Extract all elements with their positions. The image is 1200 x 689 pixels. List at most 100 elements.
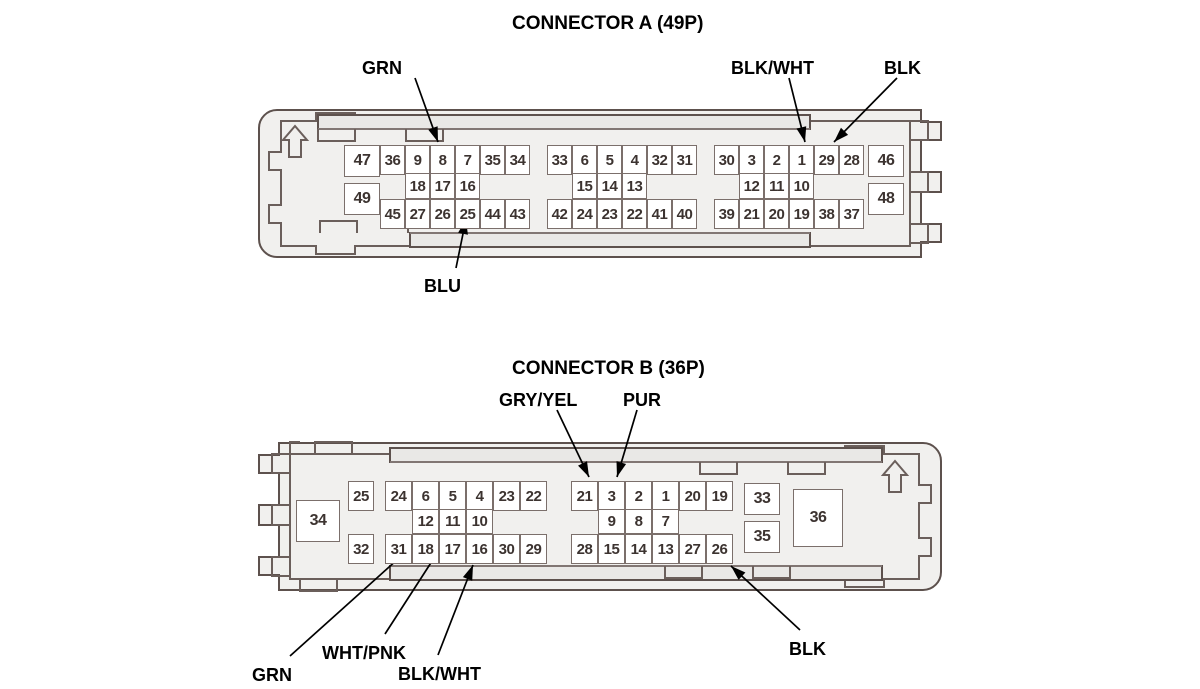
pin-cell-a-19: 19 [789, 199, 814, 229]
pin-cell-b-4: 4 [466, 481, 493, 511]
pin-cell-b-17: 17 [439, 534, 466, 564]
pin-cell-a-32: 32 [647, 145, 672, 175]
wire-label-blk-wht: BLK/WHT [731, 58, 814, 78]
pin-cell-a-38: 38 [814, 199, 839, 229]
pin-cell-a-27: 27 [405, 199, 430, 229]
pin-cell-b-10: 10 [466, 509, 493, 534]
pin-cell-a-11: 11 [764, 173, 789, 199]
pin-cell-b-7: 7 [652, 509, 679, 534]
wire-label-blk-wht: BLK/WHT [398, 664, 481, 684]
pin-cell-b-28: 28 [571, 534, 598, 564]
pin-cell-a-24: 24 [572, 199, 597, 229]
pin-cell-b-19: 19 [706, 481, 733, 511]
pin-cell-b-18: 18 [412, 534, 439, 564]
pin-cell-a-28: 28 [839, 145, 864, 175]
pin-cell-a-20: 20 [764, 199, 789, 229]
pin-cell-a-5: 5 [597, 145, 622, 175]
pin-cell-b-15: 15 [598, 534, 625, 564]
pin-cell-a-41: 41 [647, 199, 672, 229]
pin-cell-a-7: 7 [455, 145, 480, 175]
pin-cell-a-42: 42 [547, 199, 572, 229]
pin-cell-b-24: 24 [385, 481, 412, 511]
pin-cell-a-26: 26 [430, 199, 455, 229]
pin-cell-a-25: 25 [455, 199, 480, 229]
pin-cell-b-12: 12 [412, 509, 439, 534]
pin-cell-b-3: 3 [598, 481, 625, 511]
pin-cell-a-22: 22 [622, 199, 647, 229]
pin-cell-b-13: 13 [652, 534, 679, 564]
pin-cell-a-6: 6 [572, 145, 597, 175]
pin-cell-a-17: 17 [430, 173, 455, 199]
up-arrow-icon [880, 459, 910, 493]
pin-cell-a-10: 10 [789, 173, 814, 199]
pin-cell-b-9: 9 [598, 509, 625, 534]
wire-label-pur: PUR [623, 390, 662, 410]
pin-cell-a-37: 37 [839, 199, 864, 229]
pin-cell-b-26: 26 [706, 534, 733, 564]
pin-cell-b-33: 33 [744, 483, 780, 515]
pin-cell-b-1: 1 [652, 481, 679, 511]
pin-cell-a-43: 43 [505, 199, 530, 229]
pin-cell-a-15: 15 [572, 173, 597, 199]
wire-label-blk: BLK [789, 639, 826, 659]
pin-cell-a-3: 3 [739, 145, 764, 175]
pin-cell-a-34: 34 [505, 145, 530, 175]
pin-cell-a-29: 29 [814, 145, 839, 175]
pin-cell-a-46: 46 [868, 145, 904, 177]
pin-cell-a-23: 23 [597, 199, 622, 229]
pin-cell-a-39: 39 [714, 199, 739, 229]
pin-cell-a-16: 16 [455, 173, 480, 199]
pin-cell-a-49: 49 [344, 183, 380, 215]
pin-cell-a-36: 36 [380, 145, 405, 175]
pin-cell-b-22: 22 [520, 481, 547, 511]
pin-cell-b-31: 31 [385, 534, 412, 564]
pin-cell-a-13: 13 [622, 173, 647, 199]
pin-cell-a-9: 9 [405, 145, 430, 175]
pin-cell-b-8: 8 [625, 509, 652, 534]
pin-cell-a-14: 14 [597, 173, 622, 199]
pin-cell-b-25: 25 [348, 481, 374, 511]
pin-cell-b-6: 6 [412, 481, 439, 511]
pin-cell-a-45: 45 [380, 199, 405, 229]
up-arrow-icon [280, 124, 310, 158]
pin-cell-b-11: 11 [439, 509, 466, 534]
pin-cell-a-1: 1 [789, 145, 814, 175]
pin-cell-b-36: 36 [793, 489, 843, 547]
wire-label-grn: GRN [252, 665, 292, 685]
pin-cell-b-30: 30 [493, 534, 520, 564]
pin-cell-a-35: 35 [480, 145, 505, 175]
pin-cell-b-23: 23 [493, 481, 520, 511]
pin-cell-b-29: 29 [520, 534, 547, 564]
pin-cell-b-34: 34 [296, 500, 340, 542]
connector-b-title: CONNECTOR B (36P) [512, 358, 705, 379]
pin-cell-a-48: 48 [868, 183, 904, 215]
pin-cell-b-21: 21 [571, 481, 598, 511]
wire-label-grn: GRN [362, 58, 402, 78]
pin-cell-a-47: 47 [344, 145, 380, 177]
pin-cell-a-4: 4 [622, 145, 647, 175]
pin-cell-b-5: 5 [439, 481, 466, 511]
pin-cell-b-16: 16 [466, 534, 493, 564]
pin-cell-a-30: 30 [714, 145, 739, 175]
wire-label-gry-yel: GRY/YEL [499, 390, 578, 410]
wire-label-blu: BLU [424, 276, 461, 296]
pin-cell-b-35: 35 [744, 521, 780, 553]
pin-cell-a-2: 2 [764, 145, 789, 175]
pin-cell-b-2: 2 [625, 481, 652, 511]
pin-cell-a-31: 31 [672, 145, 697, 175]
connector-a-title: CONNECTOR A (49P) [512, 13, 704, 34]
pin-cell-a-8: 8 [430, 145, 455, 175]
pin-cell-a-18: 18 [405, 173, 430, 199]
pin-cell-b-32: 32 [348, 534, 374, 564]
pin-cell-b-27: 27 [679, 534, 706, 564]
wire-label-blk: BLK [884, 58, 921, 78]
pin-cell-b-14: 14 [625, 534, 652, 564]
pin-cell-b-20: 20 [679, 481, 706, 511]
wire-label-wht-pnk: WHT/PNK [322, 643, 406, 663]
pin-cell-a-33: 33 [547, 145, 572, 175]
pin-cell-a-12: 12 [739, 173, 764, 199]
pin-cell-a-44: 44 [480, 199, 505, 229]
pin-cell-a-40: 40 [672, 199, 697, 229]
